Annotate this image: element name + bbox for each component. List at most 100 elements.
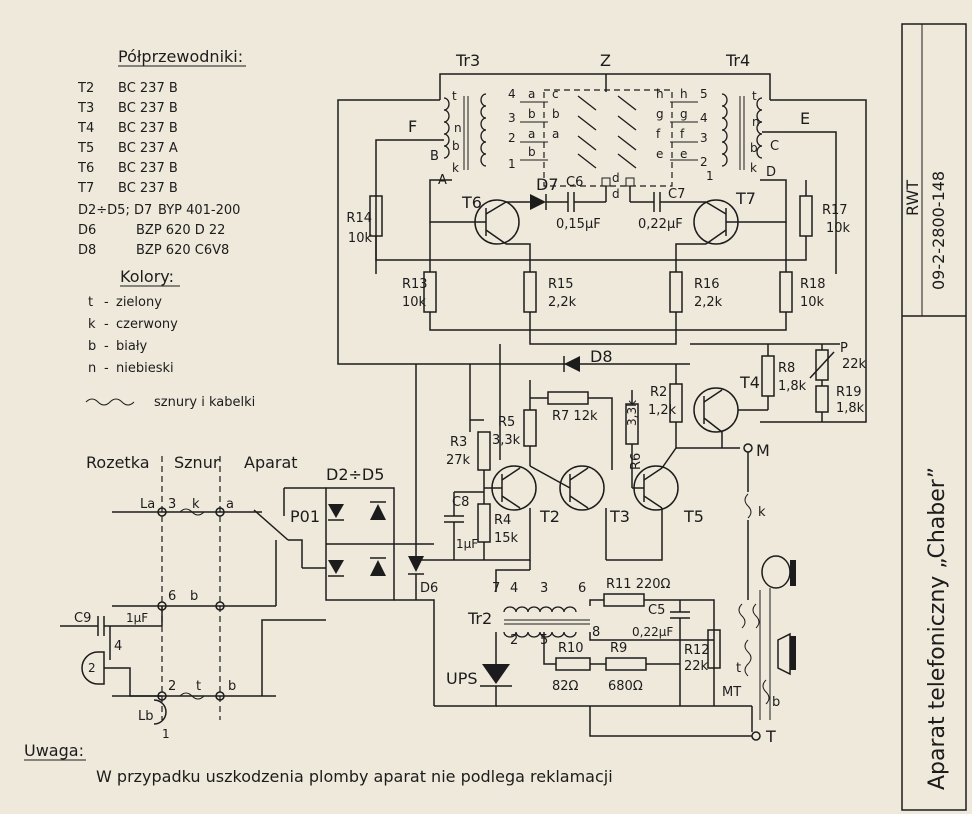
svg-text:D: D [766,165,776,180]
t4-label: T4 [739,373,760,392]
warranty-note: Uwaga: W przypadku uszkodzenia plomby ap… [24,741,613,786]
f-terminal-label: F [408,117,417,136]
r11-label: R11 220Ω [606,577,671,592]
r8-value: 1,8k [778,379,807,394]
section-phone: Aparat [244,453,298,472]
tr4-label: Tr4 [725,51,750,70]
svg-text:g: g [680,107,688,121]
svg-text:e: e [680,147,687,161]
t4-transistor [693,387,739,433]
legend-part: BC 237 B [118,81,178,96]
svg-text:t: t [736,661,741,676]
hybrid-section: Tr3 Z Tr4 t n b k 4 3 2 1 t n b k 5 4 3 … [337,51,867,460]
r4-value: 15k [494,531,519,546]
t7-label: T7 [735,189,756,208]
t3-transistor [559,465,605,511]
svg-text:2: 2 [168,679,176,694]
svg-text:a: a [552,127,559,141]
legend-ref: T2 [77,81,94,96]
svg-text:b: b [528,145,536,159]
svg-text:-: - [104,361,109,376]
r10-value: 82Ω [552,679,579,694]
legend-part: BC 237 B [118,121,178,136]
r6-value: 3,3k [625,400,639,426]
title-block: RWT 09-2-2800-148 Aparat telefoniczny „C… [901,23,967,811]
svg-text:t: t [196,679,201,694]
mt-label: MT [722,685,741,700]
tr2-label: Tr2 [467,609,492,628]
svg-text:1: 1 [162,727,170,741]
r17-value: 10k [826,221,851,236]
svg-text:-: - [104,339,109,354]
svg-text:a: a [528,87,535,101]
p01-label: P01 [290,507,320,526]
r15-value: 2,2k [548,295,577,310]
svg-text:e: e [656,147,663,161]
output-network: Tr2 7 4 3 6 2 5 8 R11 220Ω C5 0,22µF R12… [434,569,752,737]
svg-text:5: 5 [700,87,708,101]
r19-value: 1,8k [836,401,865,416]
svg-text:d: d [612,187,620,201]
svg-text:h: h [656,87,664,101]
color-name: czerwony [116,317,178,332]
semiconductor-legend: Półprzewodniki: T2 BC 237 B T3 BC 237 B … [77,47,246,258]
r18-label: R18 [800,277,826,292]
legend-ref: T4 [77,121,94,136]
tr4-secondary-winding [721,93,728,167]
z-switch-contacts: a b a b c b a h g f e h g f e d d [520,87,698,201]
svg-text:b: b [772,695,780,710]
svg-text:4: 4 [508,87,516,101]
r18-value: 10k [800,295,825,310]
svg-text:La: La [140,497,155,512]
t5-label: T5 [683,507,704,526]
t-terminal-label: T [765,727,776,746]
r12-value: 22k [684,659,709,674]
d6-zener [408,556,424,572]
svg-text:t: t [752,89,757,103]
r16-label: R16 [694,277,720,292]
svg-text:6: 6 [578,581,586,596]
r2-value: 1,2k [648,403,677,418]
c7-label: C7 [668,187,685,202]
line-interface: Rozetka Sznur Aparat La 3 k a P01 6 b C9 [60,453,326,741]
r3-label: R3 [450,435,467,450]
legend-part: BC 237 A [118,141,178,156]
legend-ref: T6 [77,161,94,176]
c6-value: 0,15µF [556,217,601,232]
r9-value: 680Ω [608,679,643,694]
svg-text:-: - [104,295,109,310]
svg-text:n: n [752,115,760,129]
e-terminal-label: E [800,109,810,128]
t-terminal [751,731,761,741]
legend-ref: T7 [77,181,94,196]
r14-value: 10k [348,231,373,246]
r19-label: R19 [836,385,862,400]
legend-part: BZP 620 D 22 [136,223,225,238]
svg-text:a: a [226,497,234,512]
r15-label: R15 [548,277,574,292]
svg-text:3: 3 [168,497,176,512]
svg-text:6: 6 [168,589,176,604]
legend-ref: D2÷D5; D7 [78,203,152,218]
svg-text:k: k [192,497,200,512]
microphone [777,632,791,676]
t6-label: T6 [461,193,482,212]
svg-text:n: n [454,121,462,135]
p-value: 22k [842,357,867,372]
semiconductors-title: Półprzewodniki: [118,47,243,66]
title-block-frame [901,23,967,811]
r4-label: R4 [494,513,511,528]
svg-text:C: C [770,139,779,154]
svg-text:b: b [528,107,536,121]
svg-text:c: c [552,87,559,101]
r2-label: R2 [650,385,667,400]
legend-part: BC 237 B [118,101,178,116]
cords-label: sznury i kabelki [154,395,255,410]
note-heading: Uwaga: [24,741,84,760]
ups-element [482,664,510,684]
svg-text:2: 2 [700,155,708,169]
t2-label: T2 [539,507,560,526]
r5-label: R5 [498,415,515,430]
svg-text:4: 4 [114,639,122,654]
